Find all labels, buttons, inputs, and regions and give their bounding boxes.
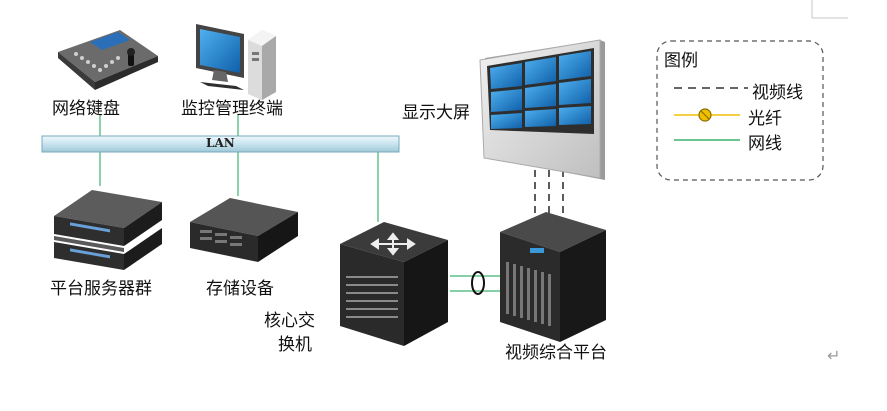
label-video-wall: 显示大屏 [402,103,470,123]
legend-title: 图例 [664,51,698,71]
video-wall-device [479,39,605,180]
label-lan: LAN [206,136,235,150]
video-wall-screens [490,51,591,129]
legend-label-fiber: 光纤 [748,109,782,129]
fiber-ring [471,271,485,295]
legend-box [656,40,824,181]
page-corner-mark [811,0,848,19]
label-core-switch-line2: 换机 [278,335,312,355]
label-video-platform: 视频综合平台 [505,343,607,363]
label-core-switch-line1: 核心交 [264,311,315,331]
label-storage: 存储设备 [206,279,274,299]
video-cables [534,170,564,218]
network-keyboard-device [58,30,158,90]
core-switch-device [340,222,448,346]
label-server-group: 平台服务器群 [50,279,152,299]
legend-label-network-cable: 网线 [748,134,782,154]
storage-device [190,198,298,262]
video-platform-device [500,212,606,342]
monitoring-terminal-device [196,24,276,100]
network-cables [99,115,504,292]
label-network-keyboard: 网络键盘 [52,99,120,119]
paragraph-return-icon: ↵ [827,346,841,365]
legend-label-video-line: 视频线 [752,83,803,103]
label-monitoring-terminal: 监控管理终端 [181,99,283,119]
lan-bar [41,135,400,153]
server-group-device [54,190,162,270]
